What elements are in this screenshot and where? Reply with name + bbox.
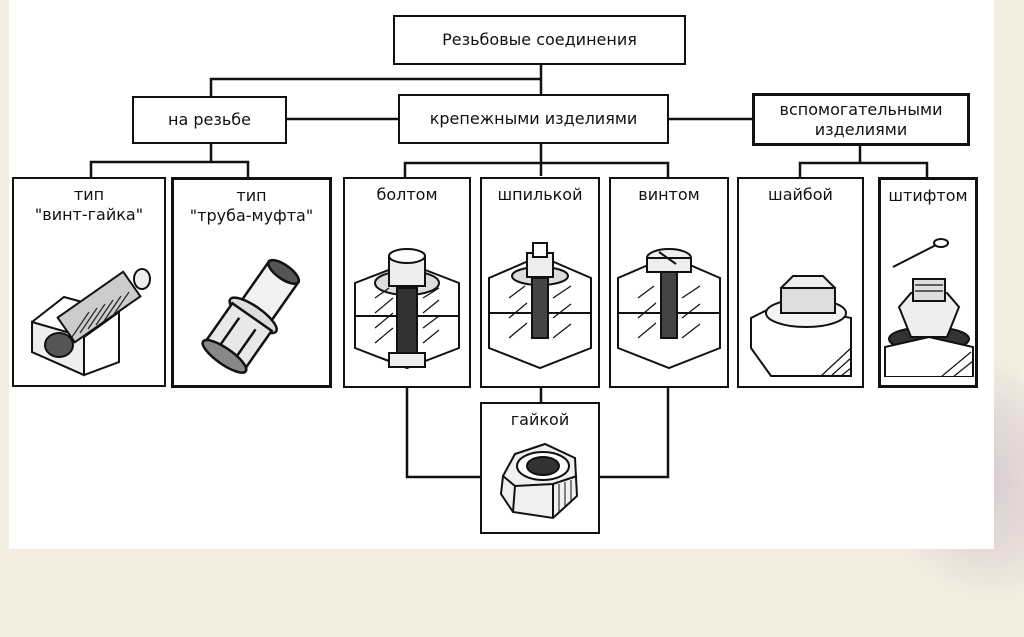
card-screw-nut-line1: тип: [73, 185, 105, 204]
card-pipe-coupling-line1: тип: [236, 186, 267, 205]
card-cotter-pin-label: штифтом: [888, 186, 968, 205]
category-fasteners-label: крепежными изделиями: [429, 109, 638, 128]
card-screw-nut-line2: "винт-гайка": [34, 205, 144, 224]
hex-nut-icon: [482, 436, 598, 526]
card-stud-label: шпилькой: [497, 185, 583, 204]
connector-thread: [89, 143, 250, 177]
category-thread: на резьбе: [132, 96, 287, 144]
root-label: Резьбовые соединения: [442, 30, 637, 49]
connector-root-left: [209, 77, 541, 96]
pipe-coupling-icon: [174, 257, 329, 377]
connector-fasteners: [403, 143, 670, 177]
category-thread-label: на резьбе: [168, 110, 251, 129]
category-auxiliary: вспомогательными изделиями: [752, 93, 970, 146]
root-node: Резьбовые соединения: [393, 15, 686, 65]
card-screw: винтом: [609, 177, 729, 388]
category-auxiliary-label-line1: вспомогательными: [779, 99, 943, 119]
stud-joint-icon: [482, 238, 598, 378]
card-cotter-pin: штифтом: [878, 177, 978, 388]
washer-icon: [739, 258, 862, 378]
category-fasteners: крепежными изделиями: [398, 94, 669, 144]
card-nut: гайкой: [480, 402, 600, 534]
card-bolt: болтом: [343, 177, 471, 388]
card-pipe-coupling-line2: "труба-муфта": [189, 206, 314, 225]
card-screw-nut: тип "винт-гайка": [12, 177, 166, 387]
card-nut-label: гайкой: [510, 410, 570, 429]
card-pipe-coupling: тип "труба-муфта": [171, 177, 332, 388]
card-washer: шайбой: [737, 177, 864, 388]
screw-nut-icon: [14, 257, 164, 377]
category-auxiliary-label-line2: изделиями: [814, 119, 908, 139]
connector-lines: [89, 64, 929, 479]
card-stud: шпилькой: [480, 177, 600, 388]
card-bolt-label: болтом: [376, 185, 438, 204]
screw-joint-icon: [611, 238, 727, 378]
connector-auxiliary: [798, 145, 929, 177]
card-washer-label: шайбой: [768, 185, 833, 204]
bolt-joint-icon: [345, 238, 469, 378]
card-screw-label: винтом: [638, 185, 700, 204]
connector-nut: [405, 388, 670, 479]
cotter-pin-icon: [881, 227, 975, 377]
